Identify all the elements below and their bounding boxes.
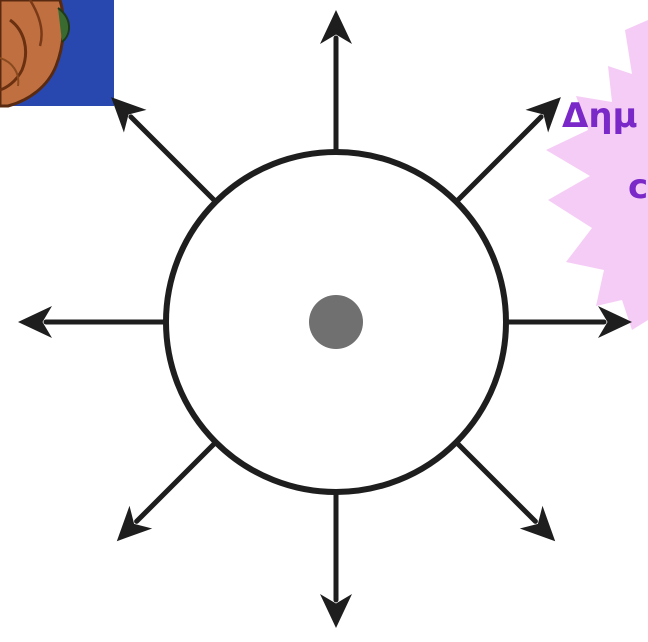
center-dot — [309, 295, 363, 349]
arrow-shaft-up-left — [131, 117, 216, 202]
callout-text-line-2: c — [628, 170, 648, 204]
arrow-shaft-down-left — [137, 442, 216, 521]
callout-text-line-1: Δημ — [562, 99, 638, 133]
cartoon-photo — [0, 0, 114, 106]
arrow-shaft-down-right — [456, 442, 535, 521]
arrow-shaft-up-right — [456, 117, 541, 202]
